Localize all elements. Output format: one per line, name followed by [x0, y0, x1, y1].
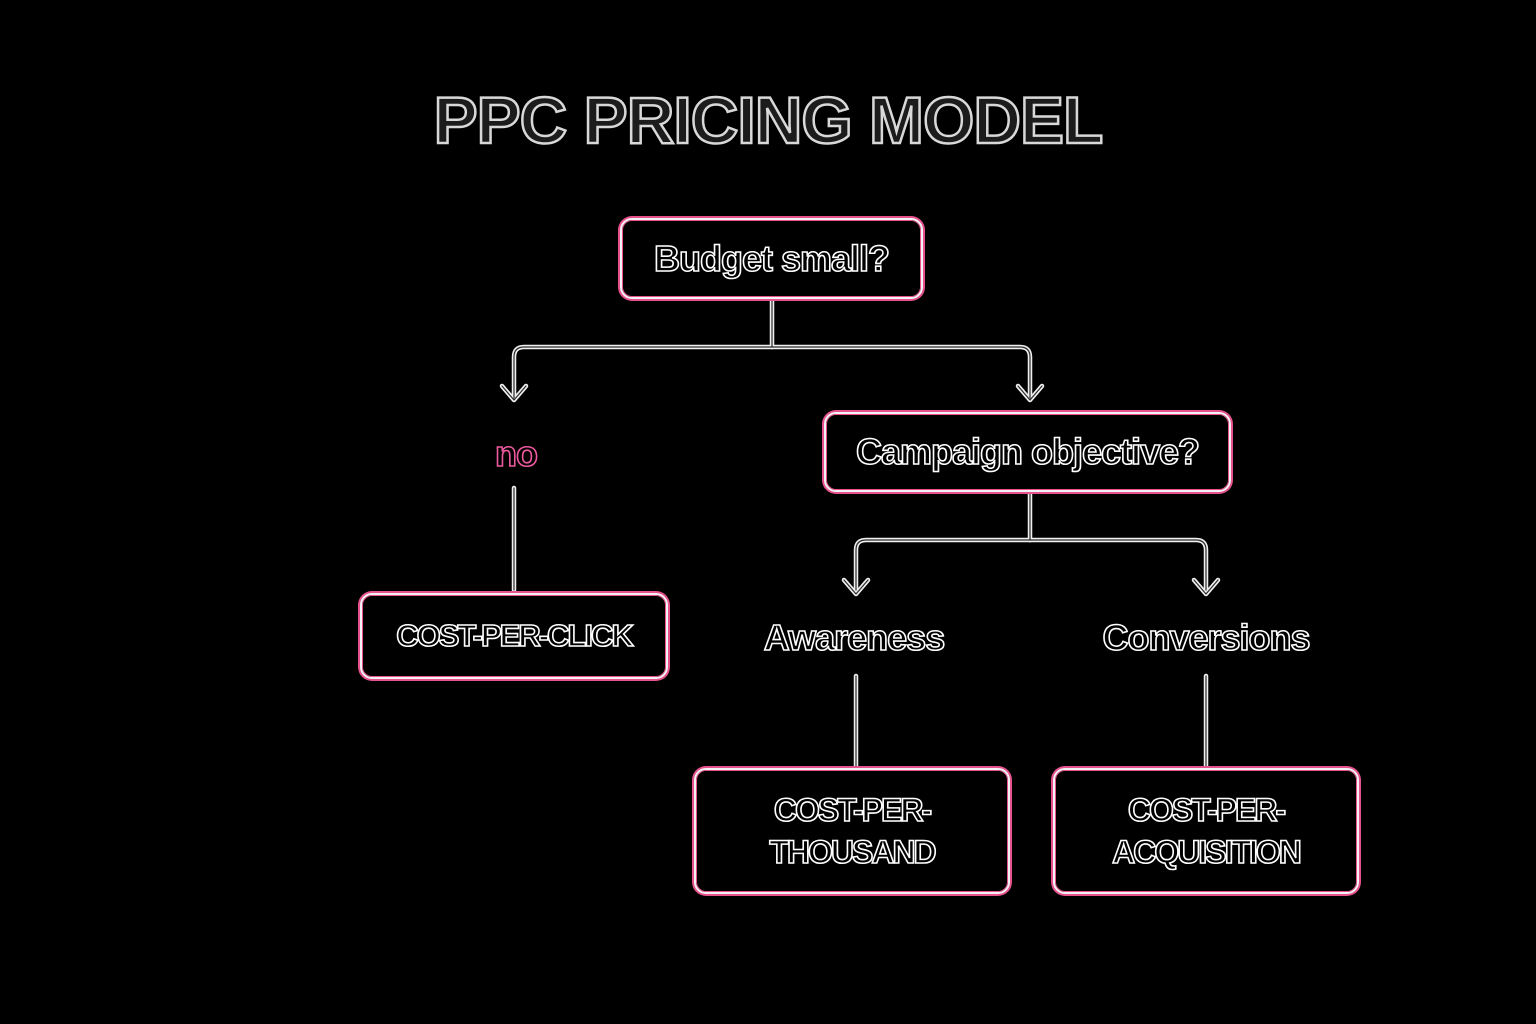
decision-budget-small-label: Budget small?: [653, 237, 891, 280]
result-cost-per-acquisition: COST-PER- ACQUISITION: [1053, 768, 1359, 894]
edge-label-no: no: [494, 432, 539, 475]
edge-label-awareness: Awareness: [763, 616, 946, 659]
connector-objective-right: [1027, 537, 1209, 593]
result-cost-per-acquisition-line2: ACQUISITION: [1111, 833, 1302, 871]
diagram-title: PPC PRICING MODEL: [432, 82, 1104, 159]
connector-objective-left: [853, 537, 1033, 593]
result-cost-per-thousand: COST-PER- THOUSAND: [694, 768, 1010, 894]
result-cost-per-thousand-line2: THOUSAND: [769, 833, 938, 871]
result-cost-per-thousand-line1: COST-PER-: [773, 791, 933, 829]
connector-budget-left: [511, 344, 775, 401]
result-cost-per-click: COST-PER-CLICK: [360, 593, 668, 679]
result-cost-per-click-label: COST-PER-CLICK: [395, 617, 634, 654]
connector-budget-right: [769, 344, 1033, 401]
result-cost-per-acquisition-line1: COST-PER-: [1127, 791, 1287, 829]
decision-campaign-objective: Campaign objective?: [824, 412, 1231, 492]
decision-campaign-objective-label: Campaign objective?: [855, 430, 1201, 473]
decision-budget-small: Budget small?: [620, 218, 923, 299]
edge-label-conversions: Conversions: [1102, 616, 1312, 659]
